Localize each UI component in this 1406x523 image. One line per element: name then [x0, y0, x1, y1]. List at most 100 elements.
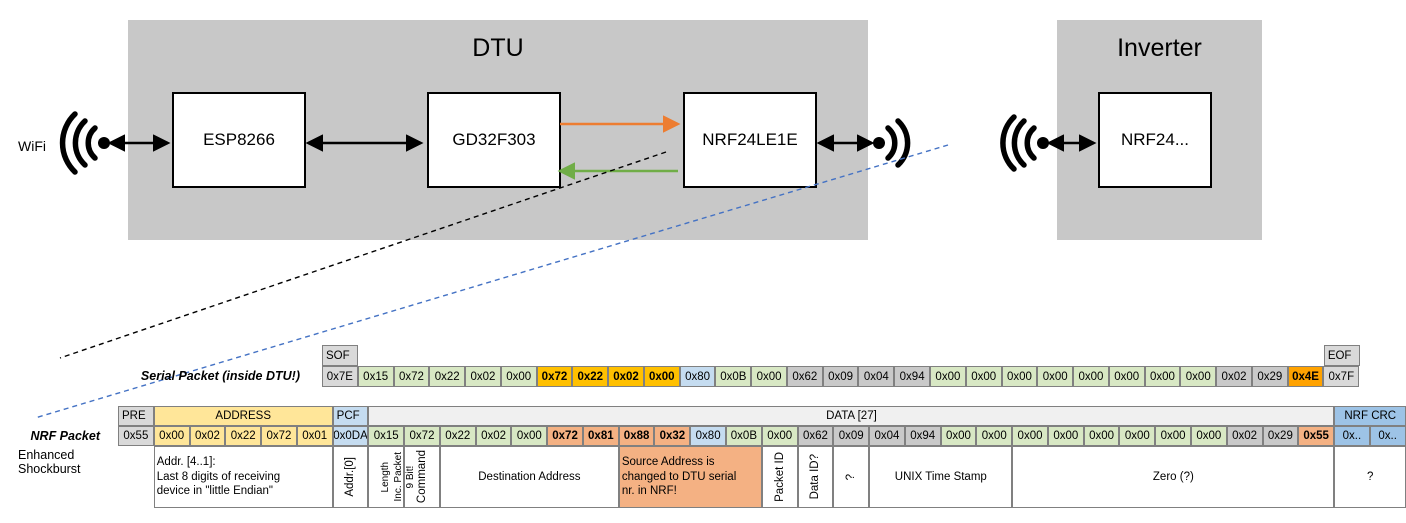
- byte-cell: 0x22: [225, 426, 262, 446]
- byte-cell: 0x04: [858, 366, 895, 387]
- desc-text: UNIX Time Stamp: [894, 470, 987, 483]
- desc-text: Zero (?): [1152, 470, 1194, 483]
- desc-text: Addr.[0]: [344, 457, 357, 497]
- byte-cell: 0x00: [1108, 366, 1145, 387]
- byte-cell: 0x62: [786, 366, 823, 387]
- byte-cell: 0x02: [189, 426, 226, 446]
- chip-nrf24le1e-label: NRF24LE1E: [702, 130, 798, 149]
- byte-cell: 0x32: [654, 426, 691, 446]
- byte-cell: 0x00: [930, 366, 966, 387]
- byte-cell: 0x00: [1083, 426, 1120, 446]
- byte-cell: 0x72: [547, 426, 583, 446]
- question-desc: ?: [1334, 446, 1406, 508]
- zero-desc: Zero (?): [1012, 446, 1335, 508]
- serial-packet-label: Serial Packet (inside DTU!): [140, 369, 300, 383]
- byte-cell: 0x0DA: [332, 426, 369, 446]
- byte-cell: 0x80: [679, 366, 716, 387]
- byte-cell: 0x00: [1047, 426, 1084, 446]
- byte-cell: 0x94: [894, 366, 931, 387]
- header-cell: DATA [27]: [368, 406, 1335, 426]
- byte-cell: 0x09: [833, 426, 870, 446]
- inverter-title: Inverter: [1117, 34, 1202, 62]
- byte-cell: 0x29: [1262, 426, 1299, 446]
- byte-cell: 0x00: [940, 426, 977, 446]
- desc-text: Length: [380, 461, 392, 493]
- byte-cell: 0x81: [582, 426, 619, 446]
- byte-cell: 0x00: [761, 426, 798, 446]
- byte-cell: 0x88: [618, 426, 655, 446]
- byte-cell: 0x80: [690, 426, 727, 446]
- byte-cell: 0x0B: [726, 426, 762, 446]
- byte-cell: 0x..: [1369, 426, 1406, 446]
- byte-cell: 0x00: [1144, 366, 1181, 387]
- byte-cell: 0x0B: [715, 366, 752, 387]
- destination-address-desc: Destination Address: [439, 446, 619, 508]
- byte-cell: 0x00: [1155, 426, 1191, 446]
- byte-cell: 0x29: [1251, 366, 1288, 387]
- byte-cell: 0x00: [1180, 366, 1217, 387]
- desc-spacer: [118, 446, 154, 508]
- byte-cell: 0x00: [751, 366, 787, 387]
- byte-cell: 0x22: [429, 366, 466, 387]
- byte-cell: 0x72: [393, 366, 430, 387]
- byte-cell: 0x72: [261, 426, 297, 446]
- byte-cell: 0x94: [904, 426, 941, 446]
- byte-cell: 0x00: [1037, 366, 1074, 387]
- byte-cell: 0x00: [965, 366, 1002, 387]
- addr0-desc: Addr.[0]: [332, 446, 369, 508]
- header-cell: SOF: [322, 345, 358, 366]
- desc-text: Data ID?: [809, 454, 822, 500]
- desc-text: Inc. Packet: [392, 452, 404, 502]
- byte-cell: 0x04: [869, 426, 905, 446]
- byte-cell: 0x15: [357, 366, 394, 387]
- chip-esp8266-label: ESP8266: [203, 130, 275, 149]
- byte-cell: 0x7E: [322, 366, 358, 387]
- command-desc: Command: [404, 446, 440, 508]
- byte-cell: 0x00: [500, 366, 537, 387]
- byte-cell: 0x55: [118, 426, 154, 446]
- byte-cell: 0x00: [1001, 366, 1038, 387]
- byte-cell: 0x00: [1119, 426, 1156, 446]
- byte-cell: 0x55: [1298, 426, 1335, 446]
- desc-text: ?: [845, 473, 858, 481]
- header-cell: [357, 345, 1324, 366]
- dtu-title: DTU: [472, 34, 524, 62]
- desc-text: Packet ID: [773, 452, 786, 502]
- byte-cell: 0x02: [1226, 426, 1263, 446]
- header-cell: NRF CRC: [1334, 406, 1406, 426]
- desc-text: ?: [1366, 470, 1374, 483]
- byte-cell: 0x09: [822, 366, 859, 387]
- byte-cell: 0x62: [797, 426, 834, 446]
- byte-cell: 0x00: [153, 426, 190, 446]
- packet-id-desc: Packet ID: [761, 446, 798, 508]
- header-cell: ADDRESS: [153, 406, 333, 426]
- byte-cell: 0x22: [572, 366, 609, 387]
- byte-cell: 0x72: [404, 426, 440, 446]
- byte-cell: 0x02: [1216, 366, 1252, 387]
- data-id-desc: Data ID?: [797, 446, 834, 508]
- header-cell: PRE: [118, 406, 154, 426]
- byte-cell: 0x4E: [1287, 366, 1324, 387]
- byte-cell: 0x..: [1334, 426, 1370, 446]
- byte-cell: 0x00: [976, 426, 1013, 446]
- byte-cell: 0x01: [296, 426, 333, 446]
- header-cell: PCF: [332, 406, 369, 426]
- byte-cell: 0x02: [475, 426, 512, 446]
- nrf-packet-sublabel: Enhanced Shockburst: [18, 448, 81, 476]
- byte-cell: 0x00: [1012, 426, 1048, 446]
- byte-cell: 0x02: [608, 366, 644, 387]
- byte-cell: 0x15: [368, 426, 405, 446]
- chip-gd32f303-label: GD32F303: [452, 130, 536, 149]
- byte-cell: 0x00: [1073, 366, 1109, 387]
